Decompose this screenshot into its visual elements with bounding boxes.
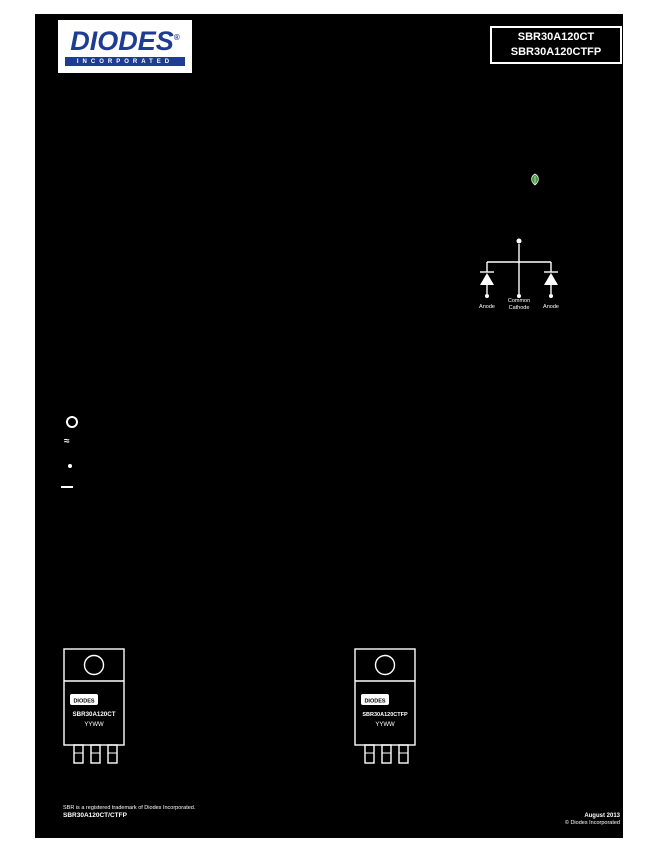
dash-icon: [61, 486, 73, 488]
footer-date: August 2013: [584, 813, 620, 819]
registered-mark: ®: [173, 32, 180, 42]
marking-part-number: SBR30A120CT: [73, 711, 116, 718]
footer-copyright: © Diodes Incorporated: [564, 820, 620, 826]
feature-bullet-icons: ≈: [59, 412, 81, 512]
marking-logo-text: DIODES: [364, 699, 385, 705]
part-number-line1: SBR30A120CT: [517, 31, 595, 44]
common-cathode-schematic: Anode Common Cathode Anode: [467, 232, 587, 334]
common-label: Common: [507, 298, 531, 304]
squiggle-icon: ≈: [64, 436, 70, 447]
marking-logo-pill: [70, 694, 98, 705]
package-drawing-ito220: DIODES SBR30A120CTFP YYWW: [353, 648, 421, 768]
cathode-label: Cathode: [508, 305, 530, 311]
green-leaf-icon: [529, 173, 541, 187]
anode-right-label: Anode: [543, 304, 559, 310]
trademark-note: SBR is a registered trademark of Diodes …: [63, 805, 196, 811]
dot-icon: [68, 464, 72, 468]
marking-logo-pill: [361, 694, 389, 705]
brand-subtitle: INCORPORATED: [65, 56, 185, 66]
brand-name: DIODES: [70, 25, 174, 56]
anode-left-label: Anode: [479, 304, 495, 310]
datasheet-sheet: DIODES® INCORPORATED SBR30A120CT SBR30A1…: [35, 14, 623, 838]
ring-icon: [66, 416, 78, 428]
part-number-box: SBR30A120CT SBR30A120CTFP: [490, 26, 622, 64]
diodes-logo-wordmark: DIODES®: [70, 25, 180, 56]
footer-right: August 2013 © Diodes Incorporated: [505, 813, 620, 826]
schematic-drawing: [480, 238, 558, 298]
marking-date-code: YYWW: [84, 722, 104, 728]
document-reference: SBR30A120CT/CTFP: [63, 812, 127, 819]
package-drawing-to220: DIODES SBR30A120CT YYWW: [62, 648, 130, 768]
part-number-line2: SBR30A120CTFP: [510, 46, 602, 58]
diodes-logo: DIODES® INCORPORATED: [58, 20, 192, 73]
marking-logo-text: DIODES: [73, 699, 94, 705]
marking-date-code: YYWW: [375, 722, 395, 728]
marking-part-number: SBR30A120CTFP: [362, 712, 408, 718]
